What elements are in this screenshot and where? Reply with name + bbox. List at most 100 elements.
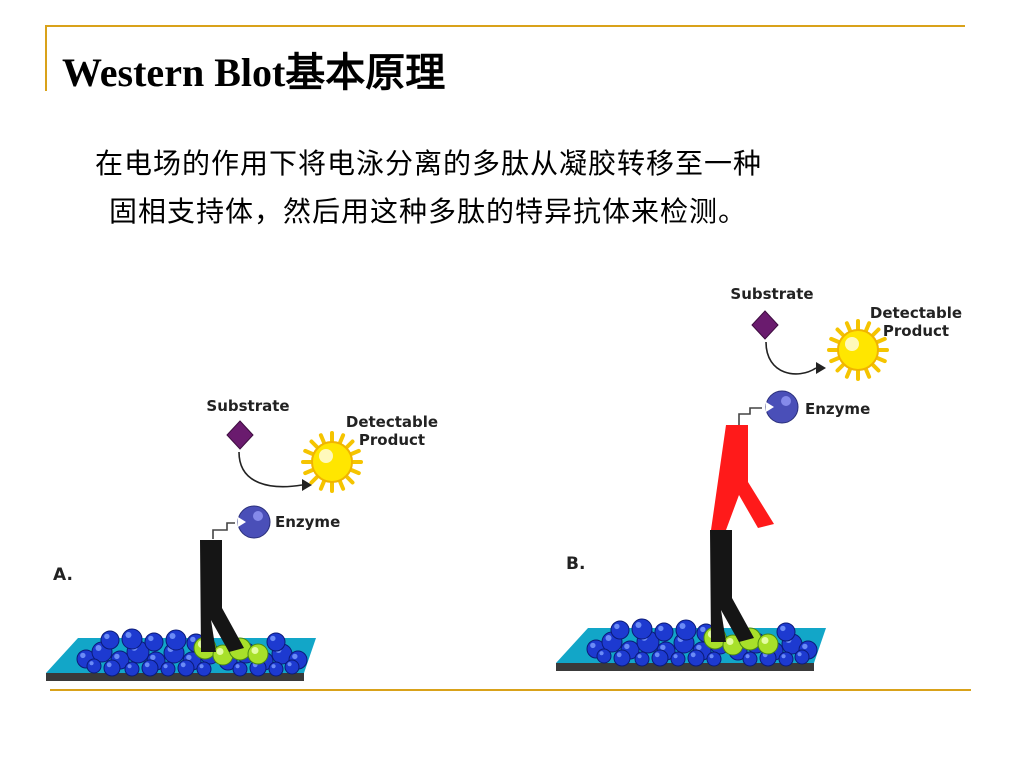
product-label-line-1: Detectable <box>346 413 438 431</box>
bead-highlight <box>654 652 660 658</box>
bead-highlight <box>114 653 120 660</box>
sun-highlight <box>319 449 333 463</box>
sun-ray <box>870 327 881 338</box>
bead-highlight <box>599 651 604 656</box>
protein-bead <box>86 658 102 674</box>
bead-highlight <box>148 635 154 642</box>
enzyme-label: Enzyme <box>275 513 340 531</box>
diagram-a: A. Substrate Detectable Product Enzyme <box>46 397 438 681</box>
bead-highlight <box>700 626 706 633</box>
protein-bead <box>160 661 176 677</box>
protein-bead <box>196 661 212 677</box>
protein-bead <box>266 632 286 652</box>
protein-bead <box>165 629 187 651</box>
protein-bead <box>654 622 674 642</box>
primary-antibody <box>710 530 754 642</box>
protein-bead <box>141 659 159 677</box>
reaction-arrow <box>765 341 826 375</box>
primary-antibody <box>200 540 244 652</box>
antigen-sphere <box>247 643 269 665</box>
protein-bead <box>121 628 143 650</box>
protein-bead <box>651 649 669 667</box>
bead-highlight <box>709 654 714 659</box>
sun-ray <box>829 355 842 364</box>
antigen-sphere <box>757 633 779 655</box>
product-label-line-1: Detectable <box>870 304 962 322</box>
bead-highlight <box>106 662 112 668</box>
enzyme-label: Enzyme <box>805 400 870 418</box>
bead-highlight <box>658 625 664 632</box>
protein-bead <box>268 661 284 677</box>
protein-bead <box>144 632 164 652</box>
slide-description: 在电场的作用下将电泳分离的多肽从凝胶转移至一种 固相支持体，然后用这种多肽的特异… <box>95 140 975 236</box>
sun-ray <box>874 355 887 364</box>
sun-ray <box>309 474 320 485</box>
sun-ray <box>337 478 346 491</box>
bead-highlight <box>190 636 196 643</box>
bead-highlight <box>95 645 102 651</box>
bead-highlight <box>635 622 642 628</box>
sun-ray <box>344 439 355 450</box>
substrate-diamond-icon <box>226 420 254 450</box>
description-line-1: 在电场的作用下将电泳分离的多肽从凝胶转移至一种 <box>95 147 763 180</box>
protein-bead <box>706 651 722 667</box>
detectable-product-icon <box>301 431 363 493</box>
bead-highlight <box>287 662 292 667</box>
secondary-antibody <box>711 425 774 530</box>
sun-ray <box>870 362 881 373</box>
sun-highlight <box>845 337 859 351</box>
enzyme <box>212 505 271 539</box>
diagram-b: B. Substrate Detectable Product Enzyme <box>556 285 962 671</box>
bead-highlight <box>150 654 156 661</box>
sun-ray <box>835 327 846 338</box>
bead-highlight <box>660 644 666 651</box>
bead-highlight <box>271 664 276 669</box>
left-accent-rule <box>45 25 47 91</box>
gel-proteins <box>76 628 308 677</box>
bead-highlight <box>127 664 132 669</box>
protein-bead <box>776 622 796 642</box>
bead-highlight <box>169 633 176 639</box>
description-line-2: 固相支持体，然后用这种多肽的特异抗体来检测。 <box>109 195 748 228</box>
bead-highlight <box>186 654 192 661</box>
sun-ray <box>344 474 355 485</box>
enzyme <box>738 390 799 425</box>
top-accent-rule <box>45 25 965 27</box>
substrate-diamond-icon <box>751 310 779 340</box>
product-label-line-2: Product <box>883 322 949 340</box>
protein-bead <box>634 651 650 667</box>
protein-bead <box>670 651 686 667</box>
sun-ray <box>835 362 846 373</box>
bead-highlight <box>199 664 204 669</box>
bead-highlight <box>292 653 298 660</box>
sun-ray <box>303 448 316 457</box>
panel-label-a: A. <box>53 565 73 585</box>
sun-ray <box>318 433 327 446</box>
bead-highlight <box>797 652 802 657</box>
enzyme-highlight <box>253 511 263 521</box>
protein-bead <box>610 620 630 640</box>
bead-highlight <box>673 654 678 659</box>
antigen-highlight <box>251 647 259 654</box>
bead-highlight <box>89 661 94 666</box>
sun-ray <box>348 448 361 457</box>
bead-highlight <box>235 664 240 669</box>
bead-highlight <box>605 635 612 641</box>
bead-highlight <box>802 643 808 650</box>
protein-bead <box>100 630 120 650</box>
sun-ray <box>863 366 872 379</box>
enzyme-notch <box>766 402 774 412</box>
substrate-label: Substrate <box>206 397 289 415</box>
sun-ray <box>844 366 853 379</box>
protein-bead <box>232 661 248 677</box>
protein-bead <box>675 619 697 641</box>
antigen-highlight <box>216 648 224 655</box>
sun-core <box>837 329 879 371</box>
bead-highlight <box>614 623 620 630</box>
bead-highlight <box>745 654 750 659</box>
bead-highlight <box>180 662 186 668</box>
reaction-arrow <box>238 451 312 491</box>
protein-bead <box>124 661 140 677</box>
gel-proteins <box>586 618 818 667</box>
bead-highlight <box>144 662 150 668</box>
